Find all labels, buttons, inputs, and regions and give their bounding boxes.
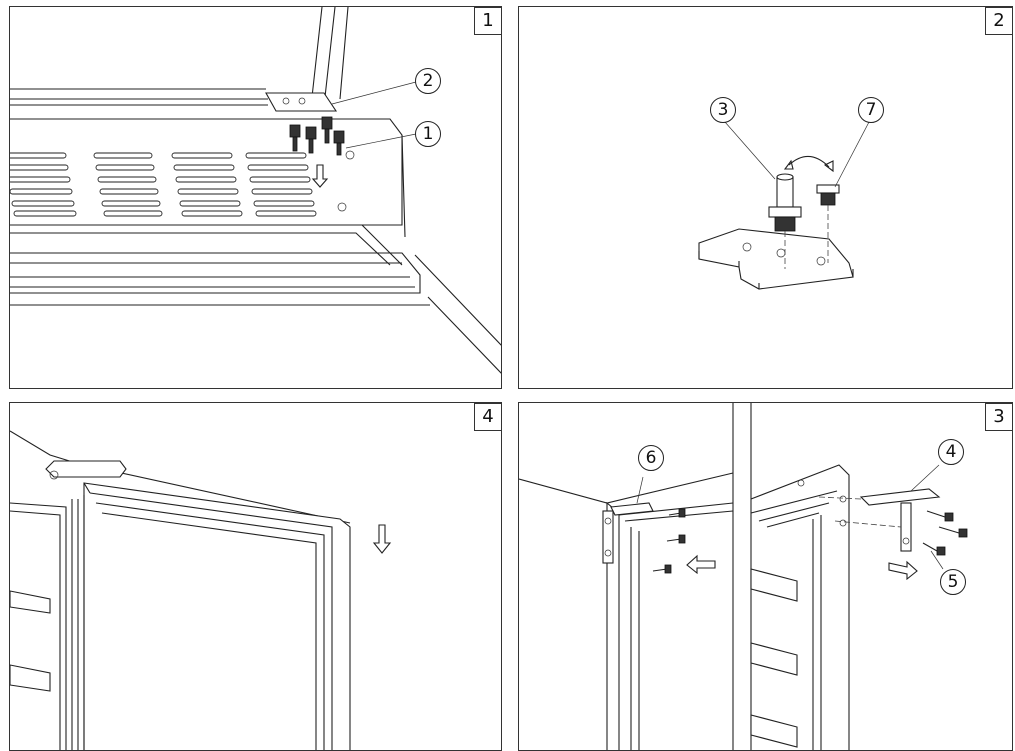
callout-right-screws: 5 [940,569,966,595]
vent-slot [93,152,153,159]
vent-slot [10,188,73,195]
vent-slot [95,164,155,171]
vent-slot [10,176,71,183]
vent-slot [249,176,311,183]
vent-slot [103,210,163,217]
vent-slot [247,164,309,171]
hinge-pin-swap-illustration [698,121,870,290]
vent-slot [179,200,241,207]
vent-slot [253,200,315,207]
callout-right-hinge: 4 [938,439,964,465]
vent-slot [10,164,69,171]
panel-step-3: 3 6 4 5 [518,402,1013,751]
callout-screws: 1 [415,121,441,147]
callout-pin-cap: 7 [858,97,884,123]
callout-hinge-pin: 3 [710,97,736,123]
vent-slot [255,210,317,217]
vent-slot [177,188,239,195]
vent-slot [10,152,67,159]
vent-slot [173,164,235,171]
vent-slot [245,152,307,159]
vent-slot [97,176,157,183]
hinge-transfer-illustration [519,403,968,750]
vent-slot [181,210,243,217]
vent-slot [171,152,233,159]
vent-slot [175,176,237,183]
vent-slot [251,188,313,195]
step-number: 1 [474,7,501,35]
hinge-cover-illustration [10,7,501,374]
door-placement-illustration [10,430,392,750]
callout-left-hinge: 6 [638,445,664,471]
vent-slot [13,210,77,217]
panel-step-2: 2 3 7 [518,6,1013,389]
step-number: 2 [985,7,1012,35]
vent-slot [99,188,159,195]
vent-slot [11,200,75,207]
step-number: 3 [985,403,1012,431]
panel-step-1: 1 2 1 [9,6,502,389]
panel-step-4: 4 [9,402,502,751]
callout-hinge-plate: 2 [415,68,441,94]
step-number: 4 [474,403,501,431]
vent-slot [101,200,161,207]
